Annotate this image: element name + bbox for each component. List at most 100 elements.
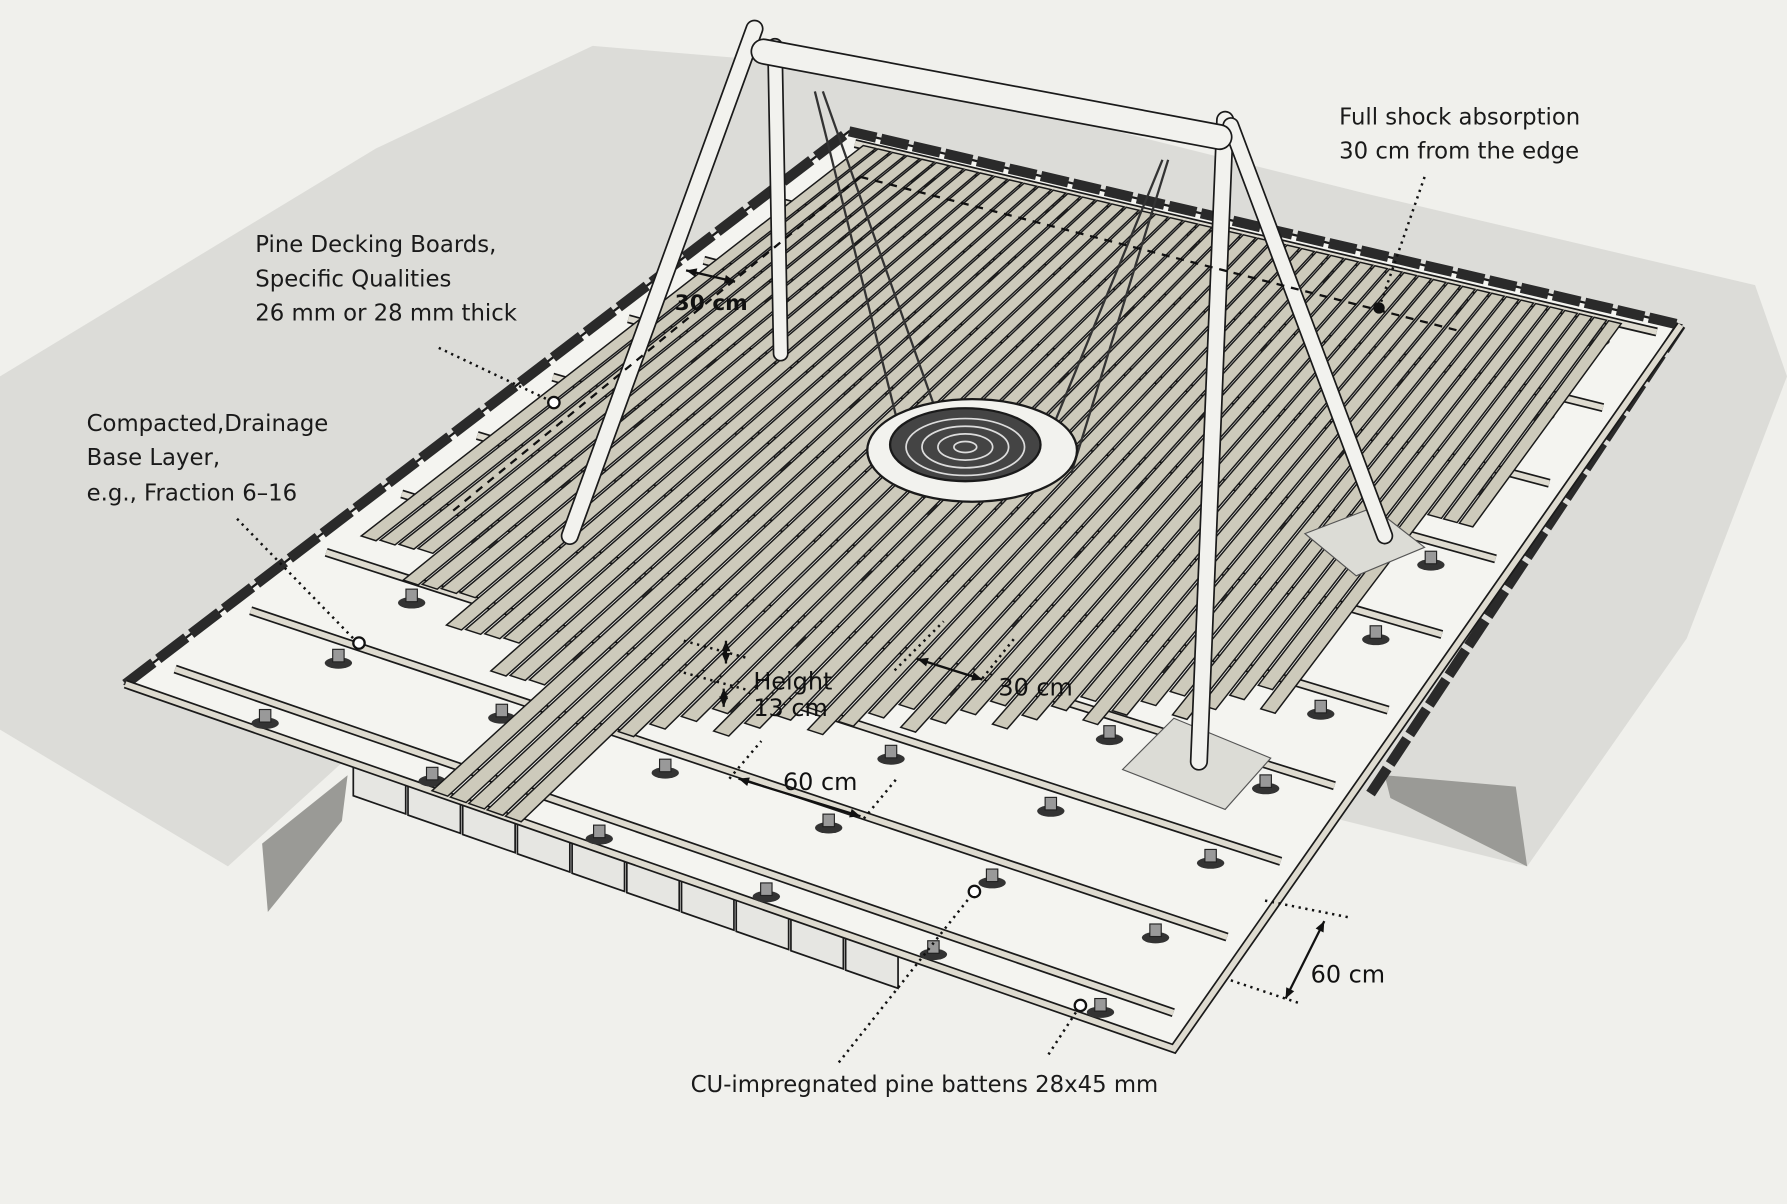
pedestal-post xyxy=(258,708,272,723)
deck-board xyxy=(1140,288,1491,707)
pedestal-base xyxy=(1417,559,1445,571)
leader-line xyxy=(236,517,357,642)
shock-label-line: Full shock absorption xyxy=(1339,104,1580,130)
deck-board xyxy=(489,185,1053,677)
batten xyxy=(249,608,1228,940)
leader-marker xyxy=(967,884,982,899)
curb-stone xyxy=(352,482,387,513)
pedestal-post xyxy=(593,824,606,839)
deck-board xyxy=(420,161,951,591)
deck-board xyxy=(1081,282,1462,726)
swing-rope xyxy=(1070,159,1170,474)
pedestal-post xyxy=(1424,550,1438,565)
pedestal-base xyxy=(877,753,905,765)
swing-rope xyxy=(821,91,947,440)
deck-board xyxy=(467,203,1126,810)
dimension-arrow xyxy=(917,657,983,681)
curb-stone xyxy=(847,126,878,143)
curb-stone xyxy=(1167,200,1198,218)
curb-stone xyxy=(549,332,585,362)
curb-stone xyxy=(122,658,157,689)
decking-label-line: Pine Decking Boards, xyxy=(255,232,496,258)
leader-line xyxy=(981,637,1016,680)
curb-stone xyxy=(714,206,749,236)
base-plate xyxy=(1303,506,1426,577)
dim-height-value: 13 cm xyxy=(753,694,827,722)
curb-stone xyxy=(1391,253,1422,270)
curb-stone xyxy=(1583,297,1614,315)
nest-net-ring xyxy=(953,440,978,454)
leader-marker xyxy=(1073,998,1088,1013)
pedestal-post xyxy=(884,744,898,759)
curb-stone xyxy=(1103,185,1134,203)
pedestal-post xyxy=(760,882,773,897)
ground-edge xyxy=(262,775,348,912)
pedestal-post xyxy=(405,588,418,603)
curb-stone xyxy=(1542,499,1568,531)
curb-stone xyxy=(1483,588,1509,620)
dimension-arrow xyxy=(738,777,861,818)
ground-edge xyxy=(1384,775,1528,867)
label-battens: CU-impregnated pine battens 28x45 mm xyxy=(691,1072,1159,1098)
arrow-head xyxy=(723,275,736,284)
pedestal-base xyxy=(585,833,613,845)
curb-stone xyxy=(1385,736,1412,767)
shock-label-line: 30 cm from the edge xyxy=(1339,139,1579,165)
pedestal-base xyxy=(251,717,279,729)
curb-stone xyxy=(1503,558,1529,590)
curb-stone xyxy=(681,231,716,262)
leader-line xyxy=(1377,176,1426,309)
curb-stone xyxy=(188,608,223,638)
dim-edge-offset: 30 cm xyxy=(675,291,748,316)
pedestal-post xyxy=(658,758,672,773)
pedestal-base xyxy=(324,657,353,669)
deck-board xyxy=(1442,316,1608,524)
annotations xyxy=(236,175,1460,1064)
deck-board xyxy=(527,192,1082,686)
arrow-head xyxy=(1315,921,1325,933)
curb-stone xyxy=(484,382,519,412)
dim-batten-spacing: 60 cm xyxy=(783,768,858,796)
pedestal-base xyxy=(815,822,843,834)
curb-stone xyxy=(1007,163,1038,180)
pedestal-base xyxy=(1362,633,1390,646)
deck-board xyxy=(1259,309,1579,715)
pedestal-post xyxy=(495,703,509,718)
arrow-head xyxy=(721,653,731,664)
leader-line xyxy=(837,890,976,1064)
leader-marker xyxy=(352,636,366,650)
curb-stone xyxy=(1366,765,1392,797)
deck-board xyxy=(401,158,936,586)
curb-stone xyxy=(220,583,256,613)
leader-line xyxy=(862,778,897,820)
pedestal-base xyxy=(919,948,948,961)
decking-label-line: Specific Qualities xyxy=(255,266,451,292)
deck-board xyxy=(1020,271,1418,721)
arrow-head xyxy=(738,777,750,786)
curb-stone xyxy=(1455,267,1486,285)
curb-stone xyxy=(780,156,815,186)
pedestal-post xyxy=(332,648,345,663)
deck-board xyxy=(1168,292,1506,697)
pedestal-post xyxy=(1044,796,1058,811)
base-label-line: Base Layer, xyxy=(87,445,220,471)
curb-stone xyxy=(1522,529,1549,560)
pedestal-post xyxy=(1149,923,1162,938)
deck-board xyxy=(806,240,1287,736)
pedestal-base xyxy=(978,877,1006,889)
pedestal-base xyxy=(1037,805,1065,817)
pedestal-post xyxy=(1314,699,1328,714)
curb-stone xyxy=(1071,178,1102,195)
arrow-head xyxy=(917,657,929,667)
curb-stone xyxy=(1327,238,1358,255)
deck-board xyxy=(1228,302,1550,701)
curb-stone xyxy=(1647,312,1678,329)
base-label-line: Compacted,Drainage xyxy=(87,411,329,437)
swing-beam xyxy=(1191,112,1233,769)
curb-stone xyxy=(1039,171,1070,188)
decking-boards xyxy=(359,144,1623,823)
pedestal-base xyxy=(397,597,426,609)
curb-stone xyxy=(1615,305,1646,322)
leader-line xyxy=(893,620,945,672)
